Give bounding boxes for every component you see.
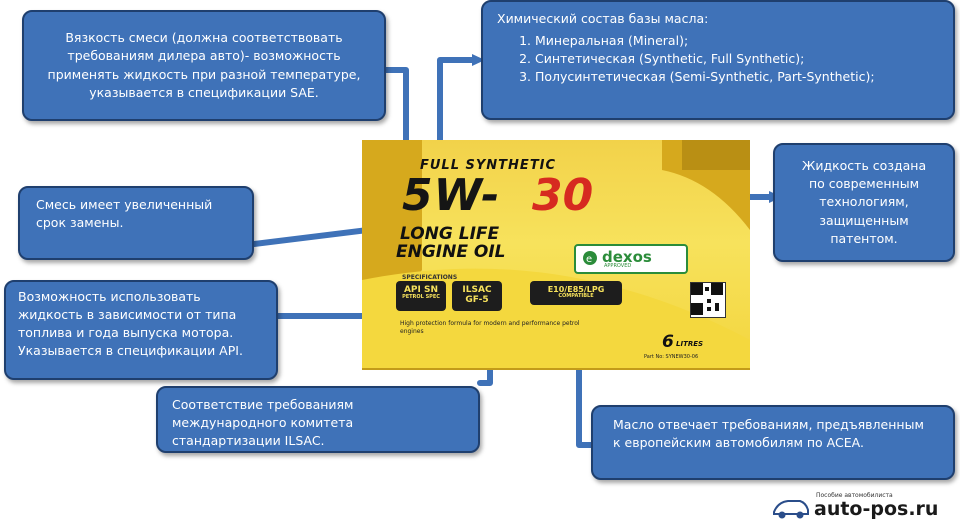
spec-api-sub: PETROL SPEC bbox=[402, 294, 440, 301]
spec-ilsac-label: ILSAC bbox=[462, 285, 492, 295]
callout-interval: Смесь имеет увеличенный срок замены. bbox=[18, 186, 254, 260]
dexos-logo-icon: e bbox=[583, 251, 597, 265]
site-name: auto-pos.ru bbox=[814, 498, 939, 520]
callout-patent-text: Жидкость создана по современным технолог… bbox=[801, 158, 927, 246]
spec-ilsac-sub: GF-5 bbox=[465, 295, 489, 306]
spec-api: API SN PETROL SPEC bbox=[396, 281, 446, 311]
volume-number: 6 bbox=[662, 332, 674, 352]
spec-header: SPECIFICATIONS bbox=[402, 274, 458, 281]
dexos-label: dexos bbox=[602, 248, 652, 266]
callout-chemistry: Химический состав базы масла: Минеральна… bbox=[481, 0, 955, 120]
callout-patent: Жидкость создана по современным технолог… bbox=[773, 143, 955, 262]
product-line1: LONG LIFE bbox=[400, 224, 500, 244]
callout-viscosity: Вязкость смеси (должна соответствовать т… bbox=[22, 10, 386, 121]
qr-code-icon bbox=[690, 282, 726, 318]
callout-acea-text: Масло отвечает требованиям, предъявленны… bbox=[613, 417, 924, 451]
callout-interval-text: Смесь имеет увеличенный срок замены. bbox=[36, 197, 213, 231]
callout-api: Возможность использовать жидкость в зави… bbox=[4, 280, 278, 380]
arrow-chemistry bbox=[472, 54, 485, 66]
chemistry-item: Синтетическая (Synthetic, Full Synthetic… bbox=[535, 50, 939, 68]
dexos-sub: APPROVED bbox=[604, 263, 632, 269]
connector-chemistry bbox=[437, 57, 476, 178]
callout-ilsac-text: Соответствие требованиям международного … bbox=[172, 397, 354, 449]
site-brand: Пособие автомобилиста auto-pos.ru bbox=[772, 492, 957, 522]
callout-ilsac: Соответствие требованиям международного … bbox=[156, 386, 480, 453]
dexos-badge: e dexos APPROVED bbox=[574, 244, 688, 274]
spec-fuel: E10/E85/LPG COMPATIBLE bbox=[530, 281, 622, 305]
oil-canister-label: FULL SYNTHETIC 5W- 30 LONG LIFE ENGINE O… bbox=[362, 140, 750, 370]
spec-ilsac: ILSAC GF-5 bbox=[452, 281, 502, 311]
callout-api-text: Возможность использовать жидкость в зави… bbox=[18, 289, 243, 359]
spec-api-label: API SN bbox=[403, 285, 439, 295]
callout-viscosity-text: Вязкость смеси (должна соответствовать т… bbox=[47, 30, 361, 100]
callout-acea: Масло отвечает требованиям, предъявленны… bbox=[591, 405, 955, 480]
svg-text:e: e bbox=[586, 254, 592, 265]
part-number: Part No: SYNEW30-06 bbox=[644, 354, 699, 360]
product-grade-w: 5W- bbox=[402, 170, 501, 221]
callout-chemistry-title: Химический состав базы масла: bbox=[497, 11, 709, 26]
volume-unit: LITRES bbox=[676, 340, 704, 348]
product-bullet: High protection formula for modern and p… bbox=[400, 320, 580, 335]
site-caption: Пособие автомобилиста bbox=[816, 492, 893, 499]
chemistry-item: Минеральная (Mineral); bbox=[535, 32, 939, 50]
chemistry-list: Минеральная (Mineral); Синтетическая (Sy… bbox=[497, 32, 939, 86]
car-logo-icon bbox=[773, 500, 809, 519]
product-grade-num: 30 bbox=[532, 170, 594, 221]
chemistry-item: Полусинтетическая (Semi-Synthetic, Part-… bbox=[535, 68, 939, 86]
product-type: FULL SYNTHETIC bbox=[420, 158, 557, 173]
spec-fuel-label: E10/E85/LPG bbox=[547, 285, 605, 294]
spec-fuel-sub: COMPATIBLE bbox=[558, 293, 594, 300]
product-line2: ENGINE OIL bbox=[396, 242, 506, 262]
